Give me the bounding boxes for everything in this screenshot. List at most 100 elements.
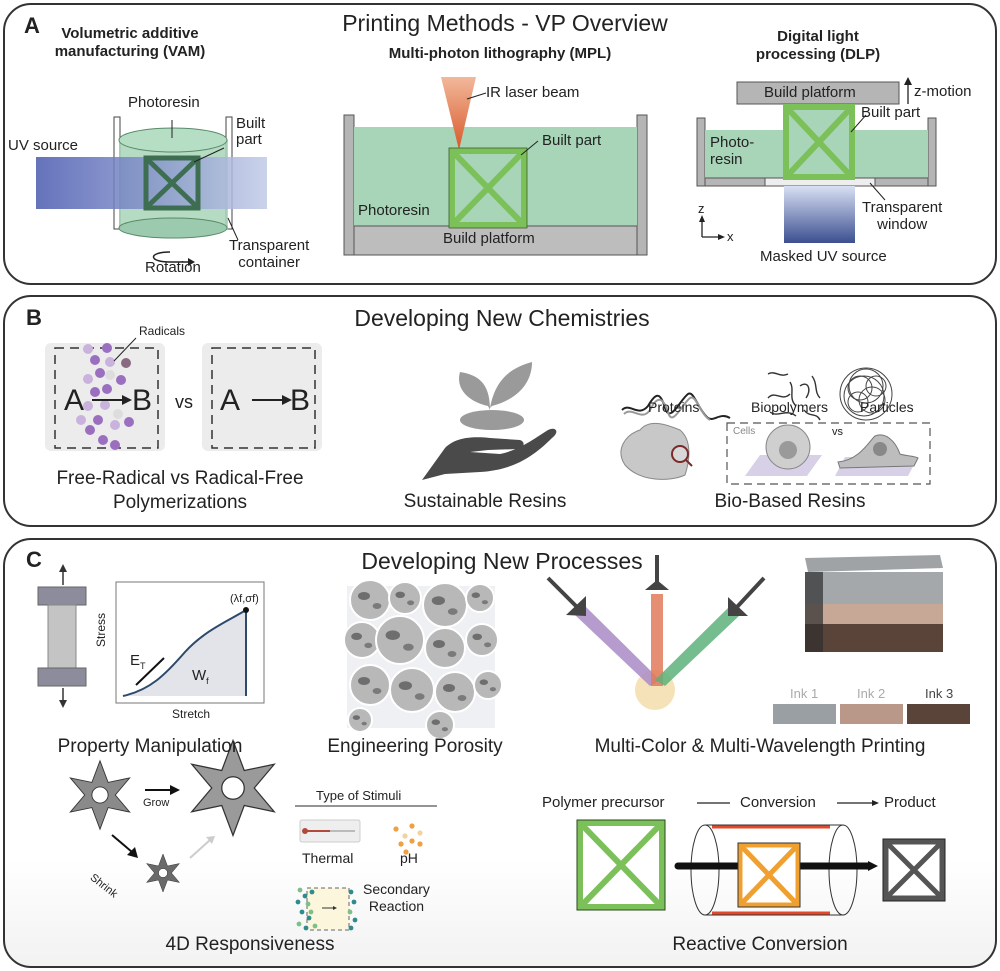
secondary-dot (297, 887, 303, 893)
secondary-dot (306, 915, 312, 921)
radical-dot (110, 440, 120, 450)
pore-cell (465, 623, 499, 657)
radical-dot (93, 415, 103, 425)
pore-cell (473, 670, 503, 700)
secondary-dot (312, 923, 318, 929)
reactive-caption: Reactive Conversion (672, 934, 848, 955)
pore-hole (358, 677, 370, 685)
ph-dot (393, 826, 399, 832)
pore-hole (431, 719, 440, 725)
ph-label: pH (400, 850, 418, 866)
dlp-tank-left-wall (696, 117, 706, 187)
radical-dot (116, 375, 126, 385)
pore-cell (349, 579, 391, 621)
pore-cell (465, 583, 495, 613)
free-radical-box-bg (45, 343, 165, 451)
grow-label: Grow (143, 797, 170, 809)
panel-b-letter: B (26, 305, 42, 330)
dlp-platform-label: Build platform (764, 84, 856, 101)
star-original-icon (69, 759, 131, 831)
cell-round-icon (745, 424, 822, 476)
pore-hole (472, 633, 483, 640)
radical-dot (95, 368, 105, 378)
pore-hole (385, 630, 400, 640)
secondary-dot (351, 899, 357, 905)
vam-resin-bottom (118, 217, 228, 239)
thermometer-icon (299, 819, 361, 843)
radical-dot (102, 343, 112, 353)
cell-spread-icon (835, 434, 919, 476)
tensile-specimen-icon (37, 564, 87, 708)
pore-hole (351, 632, 362, 640)
radical-dot (85, 425, 95, 435)
ph-dot (409, 838, 415, 844)
ink-2-label: Ink 2 (857, 686, 886, 701)
vam-rotation-arrowhead (188, 258, 195, 266)
pore-hole (481, 600, 488, 605)
radical-free-product: B (290, 384, 311, 417)
cells-vs-label: vs (832, 426, 843, 438)
porosity-foam-image (343, 579, 503, 740)
panel-a-letter: A (24, 13, 40, 38)
mpl-tank-left-wall (343, 114, 355, 256)
pore-hole (441, 727, 448, 732)
radical-dot (105, 370, 115, 380)
pore-hole (414, 693, 425, 700)
mpl-tank-right-wall (636, 114, 648, 256)
ph-dot (417, 841, 423, 847)
mpl-platform-label: Build platform (443, 230, 535, 247)
ph-dot (417, 830, 423, 836)
panel-c-letter: C (26, 547, 42, 572)
radical-free-arrowhead (282, 395, 292, 405)
stress-axis-label: Stress (94, 612, 109, 648)
ph-dot (398, 841, 404, 847)
mpl-laser-label: IR laser beam (486, 84, 580, 101)
vam-part-leader (193, 147, 225, 163)
ink-swatches (773, 704, 970, 724)
secondary-dot (302, 893, 308, 899)
shrink-arrow-icon (111, 834, 133, 853)
mpl-laser-beam (441, 77, 476, 150)
dlp-built-part-label: Built part (861, 104, 921, 121)
stress-strain-curve (122, 608, 247, 697)
panel-b-graphics (45, 337, 931, 485)
dlp-axis-z-label: z (698, 201, 705, 216)
radical-dot (113, 409, 123, 419)
mpl-built-part-label: Built part (542, 132, 602, 149)
vs-label: vs (175, 392, 193, 412)
biopolymers-icon (767, 372, 821, 421)
ink-swatch-1 (773, 704, 836, 724)
pore-hole (364, 642, 373, 649)
secondary-dot (296, 921, 302, 927)
radical-dot (124, 417, 134, 427)
mpl-built-part (448, 147, 528, 229)
pore-cell (425, 710, 455, 740)
pore-hole (431, 596, 445, 605)
pore-hole (443, 684, 455, 692)
conversion-reactor-icon (674, 824, 878, 916)
pore-cell (388, 581, 422, 615)
bio-caption: Bio-Based Resins (714, 491, 866, 512)
pore-hole (479, 679, 488, 685)
dlp-uv-source (784, 186, 855, 243)
mpl-heading: Multi-photon lithography (MPL) (388, 45, 612, 62)
stimuli-title: Type of Stimuli (316, 788, 402, 803)
work-label: Wf (192, 667, 209, 686)
secondary-dot (347, 909, 353, 915)
dlp-heading: Digital light processing (DLP) (755, 28, 881, 63)
vam-heading: Volumetric additive manufacturing (VAM) (54, 25, 206, 60)
pore-hole (447, 651, 457, 657)
secondary-dot (295, 899, 301, 905)
secondary-dot (305, 901, 311, 907)
pore-hole (489, 687, 496, 692)
radical-dot (90, 355, 100, 365)
responsive-caption: 4D Responsiveness (165, 934, 335, 955)
cells-label: Cells (733, 426, 756, 437)
panel-a-title: Printing Methods - VP Overview (342, 10, 668, 36)
radical-free-box (211, 347, 316, 449)
dlp-tank-right-wall (927, 117, 937, 187)
ph-dots-icon (393, 823, 423, 855)
pore-hole (447, 608, 458, 615)
radical-dot (83, 374, 93, 384)
cells-box (726, 422, 931, 485)
